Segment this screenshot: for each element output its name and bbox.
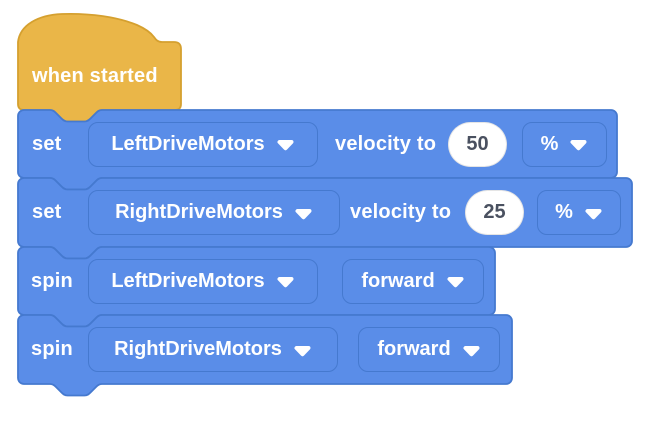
dropdown-arrow-icon: [584, 206, 603, 220]
block-label-spin: spin: [31, 338, 73, 360]
dropdown-arrow-icon: [446, 274, 465, 288]
direction-select-dropdown[interactable]: forward: [358, 327, 500, 372]
block-label-spin: spin: [31, 270, 73, 292]
motor-select-value: LeftDriveMotors: [111, 132, 265, 155]
block-spin-right[interactable]: spin RightDriveMotors forward: [17, 314, 513, 397]
block-label-set: set: [32, 133, 62, 155]
unit-select-value: %: [555, 201, 573, 223]
motor-select-dropdown[interactable]: LeftDriveMotors: [88, 258, 318, 304]
motor-select-value: RightDriveMotors: [114, 338, 282, 360]
unit-select-dropdown[interactable]: %: [522, 121, 607, 167]
block-set-velocity-left[interactable]: set LeftDriveMotors velocity to 50 %: [17, 109, 618, 191]
direction-select-dropdown[interactable]: forward: [342, 258, 484, 304]
dropdown-arrow-icon: [569, 137, 588, 151]
dropdown-arrow-icon: [276, 274, 295, 288]
block-label-velocity-to: velocity to: [350, 201, 452, 223]
block-label-velocity-to: velocity to: [335, 133, 437, 155]
block-when-started[interactable]: when started: [17, 12, 182, 123]
stack-block-shape: [17, 314, 513, 397]
dropdown-arrow-icon: [293, 343, 312, 357]
direction-select-value: forward: [377, 338, 451, 360]
block-set-velocity-right[interactable]: set RightDriveMotors velocity to 25 %: [17, 177, 633, 260]
block-label-set: set: [32, 201, 62, 223]
motor-select-dropdown[interactable]: RightDriveMotors: [88, 190, 340, 235]
velocity-value-input[interactable]: 25: [465, 190, 524, 235]
block-spin-left[interactable]: spin LeftDriveMotors forward: [17, 246, 496, 328]
velocity-value: 50: [466, 132, 489, 155]
motor-select-value: RightDriveMotors: [115, 201, 283, 223]
unit-select-value: %: [540, 132, 559, 155]
direction-select-value: forward: [361, 269, 435, 292]
dropdown-arrow-icon: [276, 137, 295, 151]
dropdown-arrow-icon: [462, 343, 481, 357]
hat-block-label: when started: [32, 65, 158, 87]
unit-select-dropdown[interactable]: %: [537, 190, 621, 235]
velocity-value: 25: [483, 201, 506, 223]
motor-select-value: LeftDriveMotors: [111, 269, 265, 292]
velocity-value-input[interactable]: 50: [448, 121, 507, 167]
motor-select-dropdown[interactable]: RightDriveMotors: [88, 327, 338, 372]
dropdown-arrow-icon: [294, 206, 313, 220]
motor-select-dropdown[interactable]: LeftDriveMotors: [88, 121, 318, 167]
